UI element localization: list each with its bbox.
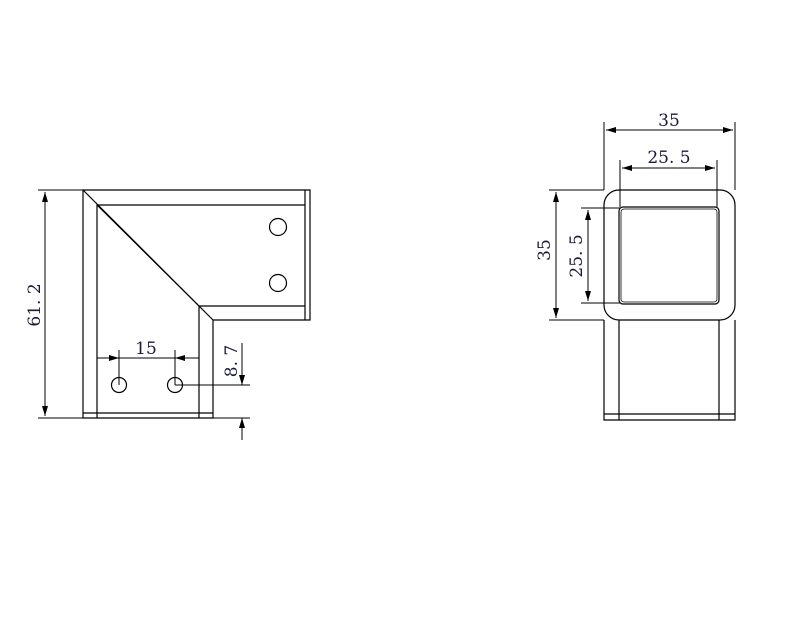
end-view: [603, 189, 736, 421]
side-view: [82, 189, 311, 419]
end-dimensions: [549, 122, 736, 321]
side-dimensions: [38, 189, 250, 440]
outer-tube-profile: [603, 189, 736, 321]
outer-height-dim-label: 35: [535, 239, 555, 261]
hole-spacing-dim-label: 15: [135, 339, 157, 359]
inner-width-dim-label: 25. 5: [647, 148, 690, 168]
inner-tube-profile: [618, 206, 720, 305]
hole-offset-dim-label: 8. 7: [222, 345, 242, 377]
height-dim-label: 61. 2: [25, 283, 45, 326]
hole-icon: [268, 273, 288, 293]
inner-height-dim-label: 25. 5: [567, 234, 587, 277]
hole-icon: [268, 217, 288, 237]
inner-miter: [96, 204, 200, 307]
lower-body: [603, 320, 736, 421]
outer-width-dim-label: 35: [658, 111, 680, 131]
inner-outline: [96, 204, 305, 418]
